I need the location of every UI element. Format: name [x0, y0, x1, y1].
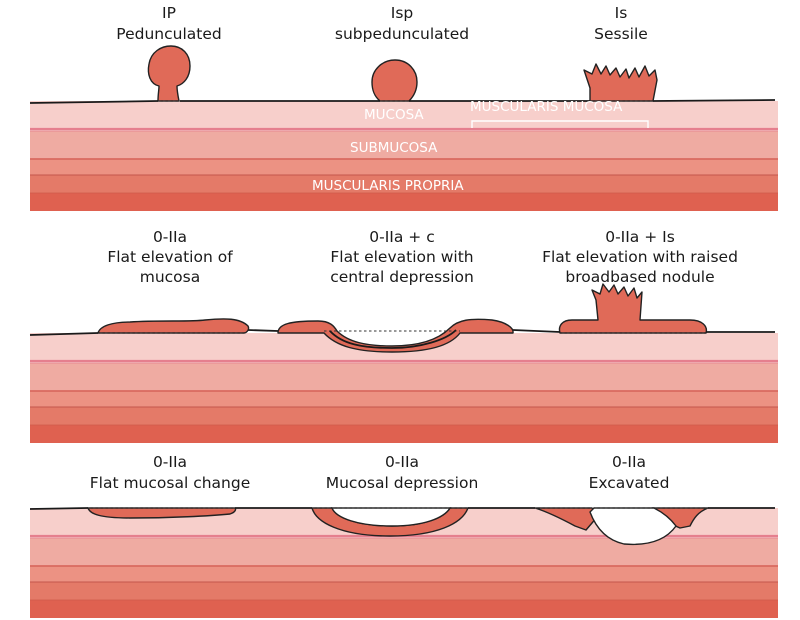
label-mucosal-depression: 0-IIa Mucosal depression — [326, 453, 479, 492]
svg-text:Mucosal depression: Mucosal depression — [326, 474, 479, 492]
label-flat-mucosal-change: 0-IIa Flat mucosal change — [90, 453, 251, 492]
submucosa-label: SUBMUCOSA — [350, 140, 438, 156]
label-pedunculated: IP Pedunculated — [116, 4, 221, 43]
row-3-surface-line — [29, 507, 775, 510]
svg-text:0-IIa + Is: 0-IIa + Is — [605, 228, 675, 246]
svg-text:central depression: central depression — [330, 268, 474, 286]
svg-text:mucosa: mucosa — [140, 268, 201, 286]
flat-mucosal-change-shape — [87, 507, 237, 519]
svg-text:Flat elevation with raised: Flat elevation with raised — [542, 248, 738, 266]
svg-text:0-IIa: 0-IIa — [153, 453, 187, 471]
label-excavated: 0-IIa Excavated — [589, 453, 670, 492]
pedunculated-polyp-shape — [147, 45, 191, 102]
row-1-surface-line — [29, 99, 776, 104]
muscularis-mucosa-bracket — [471, 120, 649, 128]
svg-text:Excavated: Excavated — [589, 474, 670, 492]
svg-text:subpedunculated: subpedunculated — [335, 25, 469, 43]
excavated-shape — [534, 507, 709, 546]
mucosa-label: MUCOSA — [364, 107, 424, 123]
svg-text:0-IIa: 0-IIa — [612, 453, 646, 471]
svg-text:Flat mucosal change: Flat mucosal change — [90, 474, 251, 492]
label-sessile: Is Sessile — [594, 4, 648, 43]
row-2-surface-line — [29, 329, 775, 336]
label-subpedunculated: Isp subpedunculated — [335, 4, 469, 43]
subpedunculated-polyp-shape — [371, 59, 418, 102]
svg-text:Flat elevation of: Flat elevation of — [107, 248, 233, 266]
muscularis-propria-label: MUSCULARIS PROPRIA — [312, 178, 464, 194]
flat-elevation-shape — [97, 318, 250, 334]
svg-text:0-IIa: 0-IIa — [385, 453, 419, 471]
sessile-polyp-shape — [583, 63, 658, 102]
svg-text:Pedunculated: Pedunculated — [116, 25, 221, 43]
label-flat-elevation-nodule: 0-IIa + Is Flat elevation with raised br… — [542, 228, 738, 286]
label-flat-elevation-central-depression: 0-IIa + c Flat elevation with central de… — [330, 228, 474, 286]
label-flat-elevation: 0-IIa Flat elevation of mucosa — [107, 228, 233, 286]
svg-text:0-IIa + c: 0-IIa + c — [369, 228, 434, 246]
svg-text:broadbased nodule: broadbased nodule — [565, 268, 714, 286]
svg-text:0-IIa: 0-IIa — [153, 228, 187, 246]
svg-text:Sessile: Sessile — [594, 25, 648, 43]
svg-text:Isp: Isp — [391, 4, 414, 22]
svg-text:Is: Is — [615, 4, 628, 22]
flat-elevation-nodule-shape — [558, 283, 708, 334]
flat-elevation-central-depression-shape — [277, 318, 514, 353]
muscularis-mucosa-label: MUSCULARIS MUCOSA — [470, 99, 623, 115]
svg-text:Flat elevation with: Flat elevation with — [330, 248, 473, 266]
svg-text:IP: IP — [162, 4, 176, 22]
